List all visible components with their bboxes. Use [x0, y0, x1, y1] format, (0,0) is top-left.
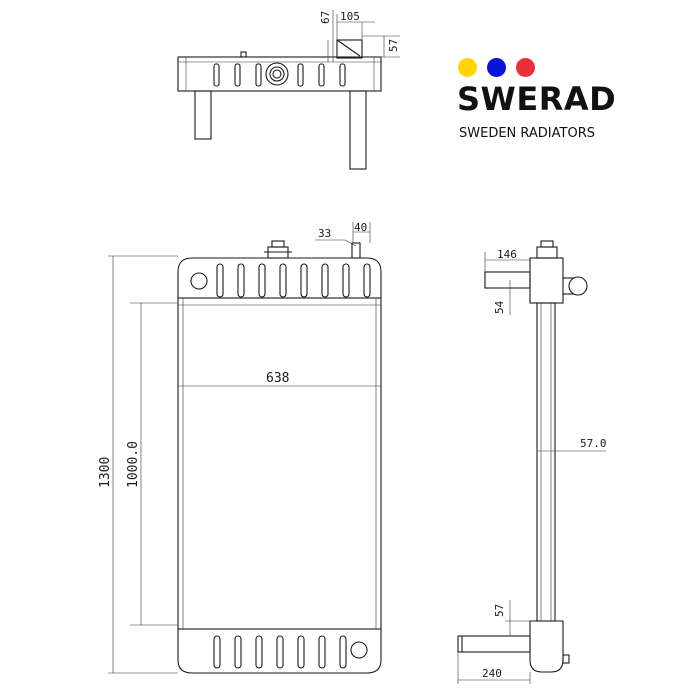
dim-top-height: 67 [319, 11, 332, 24]
dim-core-width: 638 [266, 371, 289, 386]
side-top-tank [529, 257, 564, 304]
dim-side-top-offset: 146 [497, 248, 517, 261]
front-bottom-hole [350, 641, 368, 659]
dim-side-core-depth: 57.0 [580, 437, 607, 450]
side-top-nozzle [568, 276, 588, 296]
dim-top-width: 105 [340, 10, 360, 23]
front-top-hole [190, 272, 208, 290]
front-inlet [351, 242, 361, 259]
top-view-pipe-left [194, 90, 212, 140]
top-view-pipe-right [349, 90, 367, 170]
top-view-inlet [336, 39, 363, 59]
dim-core-height: 1000.0 [126, 441, 141, 488]
brand-dot-red [516, 58, 535, 77]
side-filler-cap [536, 246, 558, 259]
top-view-slots [213, 63, 346, 87]
dim-side-top-height: 54 [493, 300, 506, 314]
front-bottom-tank [177, 628, 382, 674]
brand-dot-yellow [458, 58, 477, 77]
top-view-tank [177, 56, 382, 92]
dim-top-depth: 57 [387, 39, 400, 52]
dim-cap-offset: 33 [318, 227, 331, 240]
side-bottom-pipe [457, 635, 531, 653]
front-top-slots [216, 263, 371, 298]
side-core [536, 302, 556, 622]
brand-dot-blue [487, 58, 506, 77]
front-view: 638 1300 1000.0 33 40 [98, 221, 382, 674]
side-view: 146 54 57.0 57 240 [457, 240, 607, 684]
side-bottom-tank [529, 620, 564, 673]
dim-side-bottom-height: 57 [493, 604, 506, 617]
side-top-pipe [484, 271, 531, 289]
dim-side-bottom-width: 240 [482, 667, 502, 680]
front-bottom-slots [213, 635, 347, 669]
dim-total-height: 1300 [98, 457, 113, 488]
front-core [177, 297, 382, 630]
front-top-tank [177, 257, 382, 299]
top-view-filler-cap [265, 62, 289, 86]
top-view: 105 67 57 [177, 10, 400, 170]
brand-tagline: SWEDEN RADIATORS [459, 126, 595, 141]
brand-logo-name: SWERAD [457, 80, 617, 118]
dim-cap-width: 40 [354, 221, 367, 234]
